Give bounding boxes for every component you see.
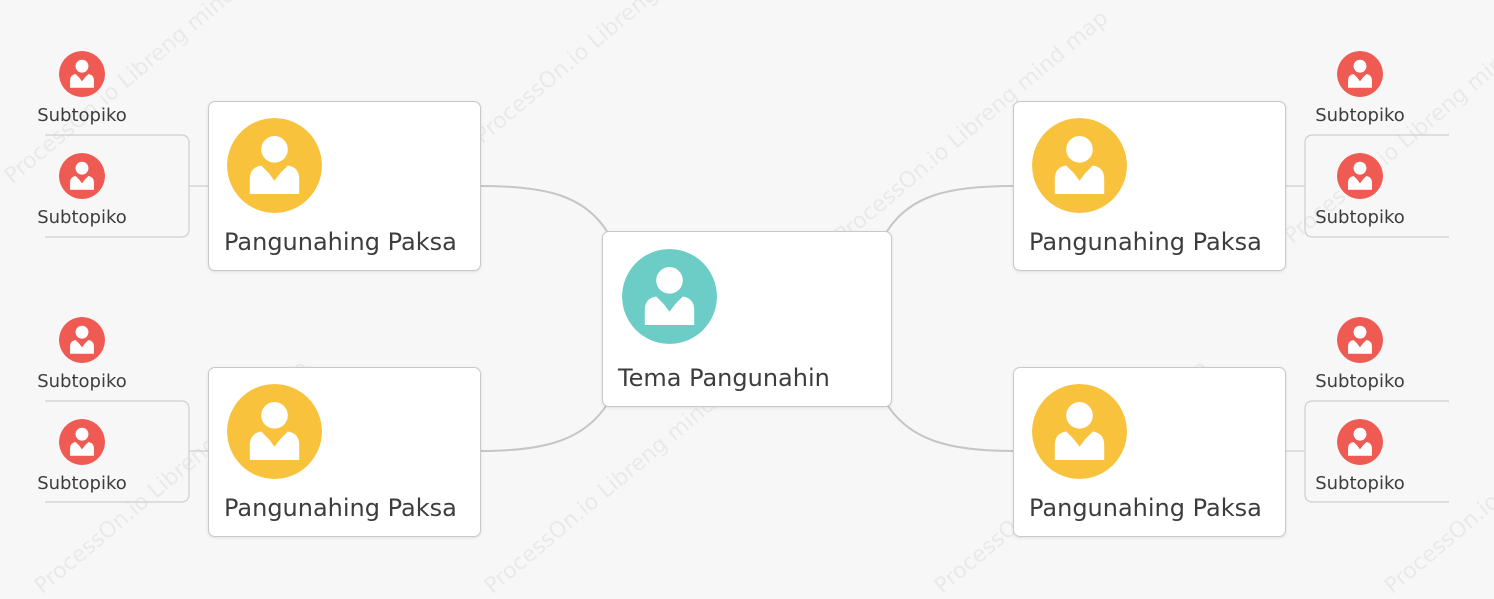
user-icon bbox=[1032, 384, 1127, 479]
subtopic-label: Subtopiko bbox=[37, 473, 127, 494]
user-icon bbox=[622, 249, 717, 344]
subtopic-label: Subtopiko bbox=[1315, 207, 1405, 228]
subtopic-label: Subtopiko bbox=[37, 207, 127, 228]
user-icon bbox=[227, 118, 322, 213]
bracket-topic-2 bbox=[45, 400, 208, 503]
user-icon bbox=[1337, 317, 1383, 363]
subtopic[interactable]: Subtopiko bbox=[32, 153, 132, 228]
user-icon bbox=[1337, 153, 1383, 199]
main-topic[interactable]: Pangunahing Paksa bbox=[1013, 367, 1286, 537]
subtopic-label: Subtopiko bbox=[1315, 105, 1405, 126]
central-topic-label: Tema Pangunahin bbox=[618, 364, 830, 392]
user-icon bbox=[1337, 51, 1383, 97]
user-icon bbox=[59, 153, 105, 199]
user-icon bbox=[227, 384, 322, 479]
subtopic[interactable]: Subtopiko bbox=[1310, 153, 1410, 228]
subtopic-label: Subtopiko bbox=[1315, 473, 1405, 494]
main-topic[interactable]: Pangunahing Paksa bbox=[208, 101, 481, 271]
main-topic[interactable]: Pangunahing Paksa bbox=[1013, 101, 1286, 271]
subtopic-label: Subtopiko bbox=[1315, 371, 1405, 392]
main-topic-label: Pangunahing Paksa bbox=[224, 494, 457, 522]
subtopic-label: Subtopiko bbox=[37, 371, 127, 392]
bracket-topic-3 bbox=[1286, 134, 1449, 238]
subtopic[interactable]: Subtopiko bbox=[1310, 51, 1410, 126]
user-icon bbox=[59, 419, 105, 465]
bracket-topic-4 bbox=[1286, 400, 1449, 503]
main-topic[interactable]: Pangunahing Paksa bbox=[208, 367, 481, 537]
connector-center-to-topic-2 bbox=[480, 402, 609, 452]
subtopic[interactable]: Subtopiko bbox=[32, 317, 132, 392]
main-topic-label: Pangunahing Paksa bbox=[1029, 228, 1262, 256]
connector-center-to-topic-4 bbox=[885, 402, 1014, 452]
user-icon bbox=[1337, 419, 1383, 465]
user-icon bbox=[59, 317, 105, 363]
user-icon bbox=[1032, 118, 1127, 213]
bracket-topic-1 bbox=[45, 134, 208, 238]
subtopic[interactable]: Subtopiko bbox=[1310, 419, 1410, 494]
subtopic[interactable]: Subtopiko bbox=[32, 419, 132, 494]
user-icon bbox=[59, 51, 105, 97]
main-topic-label: Pangunahing Paksa bbox=[224, 228, 457, 256]
connector-center-to-topic-1 bbox=[480, 185, 609, 234]
central-topic[interactable]: Tema Pangunahin bbox=[602, 231, 892, 407]
subtopic[interactable]: Subtopiko bbox=[32, 51, 132, 126]
subtopic[interactable]: Subtopiko bbox=[1310, 317, 1410, 392]
connector-center-to-topic-3 bbox=[885, 185, 1014, 234]
main-topic-label: Pangunahing Paksa bbox=[1029, 494, 1262, 522]
subtopic-label: Subtopiko bbox=[37, 105, 127, 126]
